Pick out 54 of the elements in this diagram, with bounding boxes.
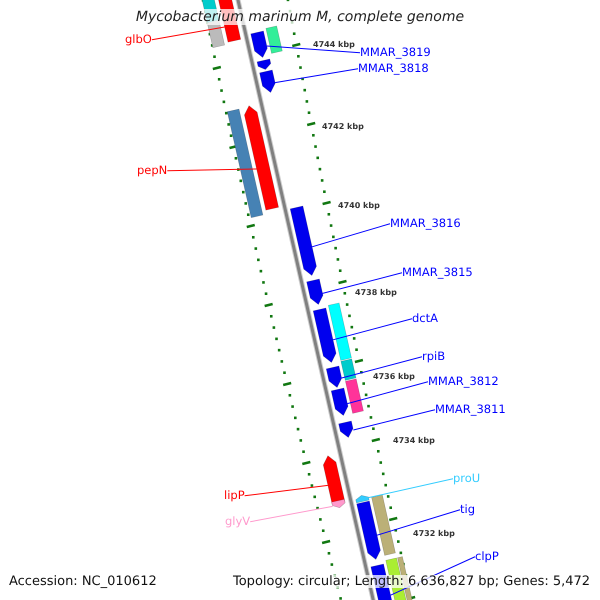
gene-label: MMAR_3816 bbox=[390, 218, 461, 230]
leader-line bbox=[166, 168, 258, 172]
gene-label: glyV bbox=[225, 516, 250, 528]
leader-line bbox=[322, 272, 402, 294]
gene-label: MMAR_3811 bbox=[435, 404, 506, 416]
leader-line bbox=[250, 506, 334, 522]
gene-feature bbox=[356, 500, 381, 560]
scale-label: 4740 kbp bbox=[338, 202, 380, 210]
leader-line bbox=[368, 478, 454, 498]
gene-block bbox=[340, 358, 356, 381]
accession-text: Accession: NC_010612 bbox=[9, 574, 157, 588]
gene-label: MMAR_3815 bbox=[402, 267, 473, 278]
gene-label: pepN bbox=[137, 165, 168, 176]
gene-block bbox=[266, 26, 283, 54]
scale-label: 4736 kbp bbox=[373, 373, 415, 381]
gene-feature bbox=[244, 105, 279, 211]
leader-line bbox=[332, 318, 412, 340]
leader-line bbox=[346, 381, 428, 404]
gene-feature bbox=[312, 308, 336, 363]
gene-label: dctA bbox=[412, 313, 438, 324]
genome-info-text: Topology: circular; Length: 6,636,827 bp; Genes: 5,472 bbox=[233, 574, 590, 588]
scale-label: 4734 kbp bbox=[393, 437, 435, 445]
gene-feature bbox=[326, 366, 342, 388]
gene-feature bbox=[355, 495, 370, 504]
gene-label: proU bbox=[453, 473, 480, 484]
gene-label: lipP bbox=[224, 490, 245, 502]
gene-block bbox=[345, 378, 364, 414]
gene-block bbox=[226, 108, 264, 218]
leader-line bbox=[312, 223, 390, 248]
gene-feature bbox=[306, 278, 324, 305]
scale-label: 4738 kbp bbox=[355, 289, 397, 297]
leader-line bbox=[376, 509, 460, 536]
gene-label: tig bbox=[460, 504, 476, 516]
gene-feature bbox=[290, 206, 317, 276]
scale-label: 4744 kbp bbox=[313, 41, 355, 49]
leader-line bbox=[274, 68, 358, 84]
leader-line bbox=[341, 356, 422, 379]
scale-label: 4732 kbp bbox=[413, 530, 455, 538]
gene-block bbox=[328, 302, 352, 361]
gene-label: MMAR_3812 bbox=[428, 376, 499, 388]
gene-feature bbox=[330, 388, 348, 416]
gene-label: MMAR_3819 bbox=[360, 47, 431, 58]
leader-line bbox=[352, 409, 436, 430]
leader-line bbox=[244, 484, 328, 496]
gene-feature bbox=[338, 420, 354, 438]
gene-feature bbox=[322, 455, 346, 504]
gene-label: glbO bbox=[125, 34, 152, 46]
gene-block bbox=[371, 494, 396, 556]
map-title: Mycobacterium marinum M, complete genome bbox=[136, 9, 464, 25]
gene-label: MMAR_3818 bbox=[358, 63, 429, 74]
scale-label: 4742 kbp bbox=[322, 123, 364, 131]
gene-feature bbox=[331, 498, 346, 508]
gene-label: rpiB bbox=[422, 351, 446, 362]
gene-label: clpP bbox=[475, 551, 499, 562]
